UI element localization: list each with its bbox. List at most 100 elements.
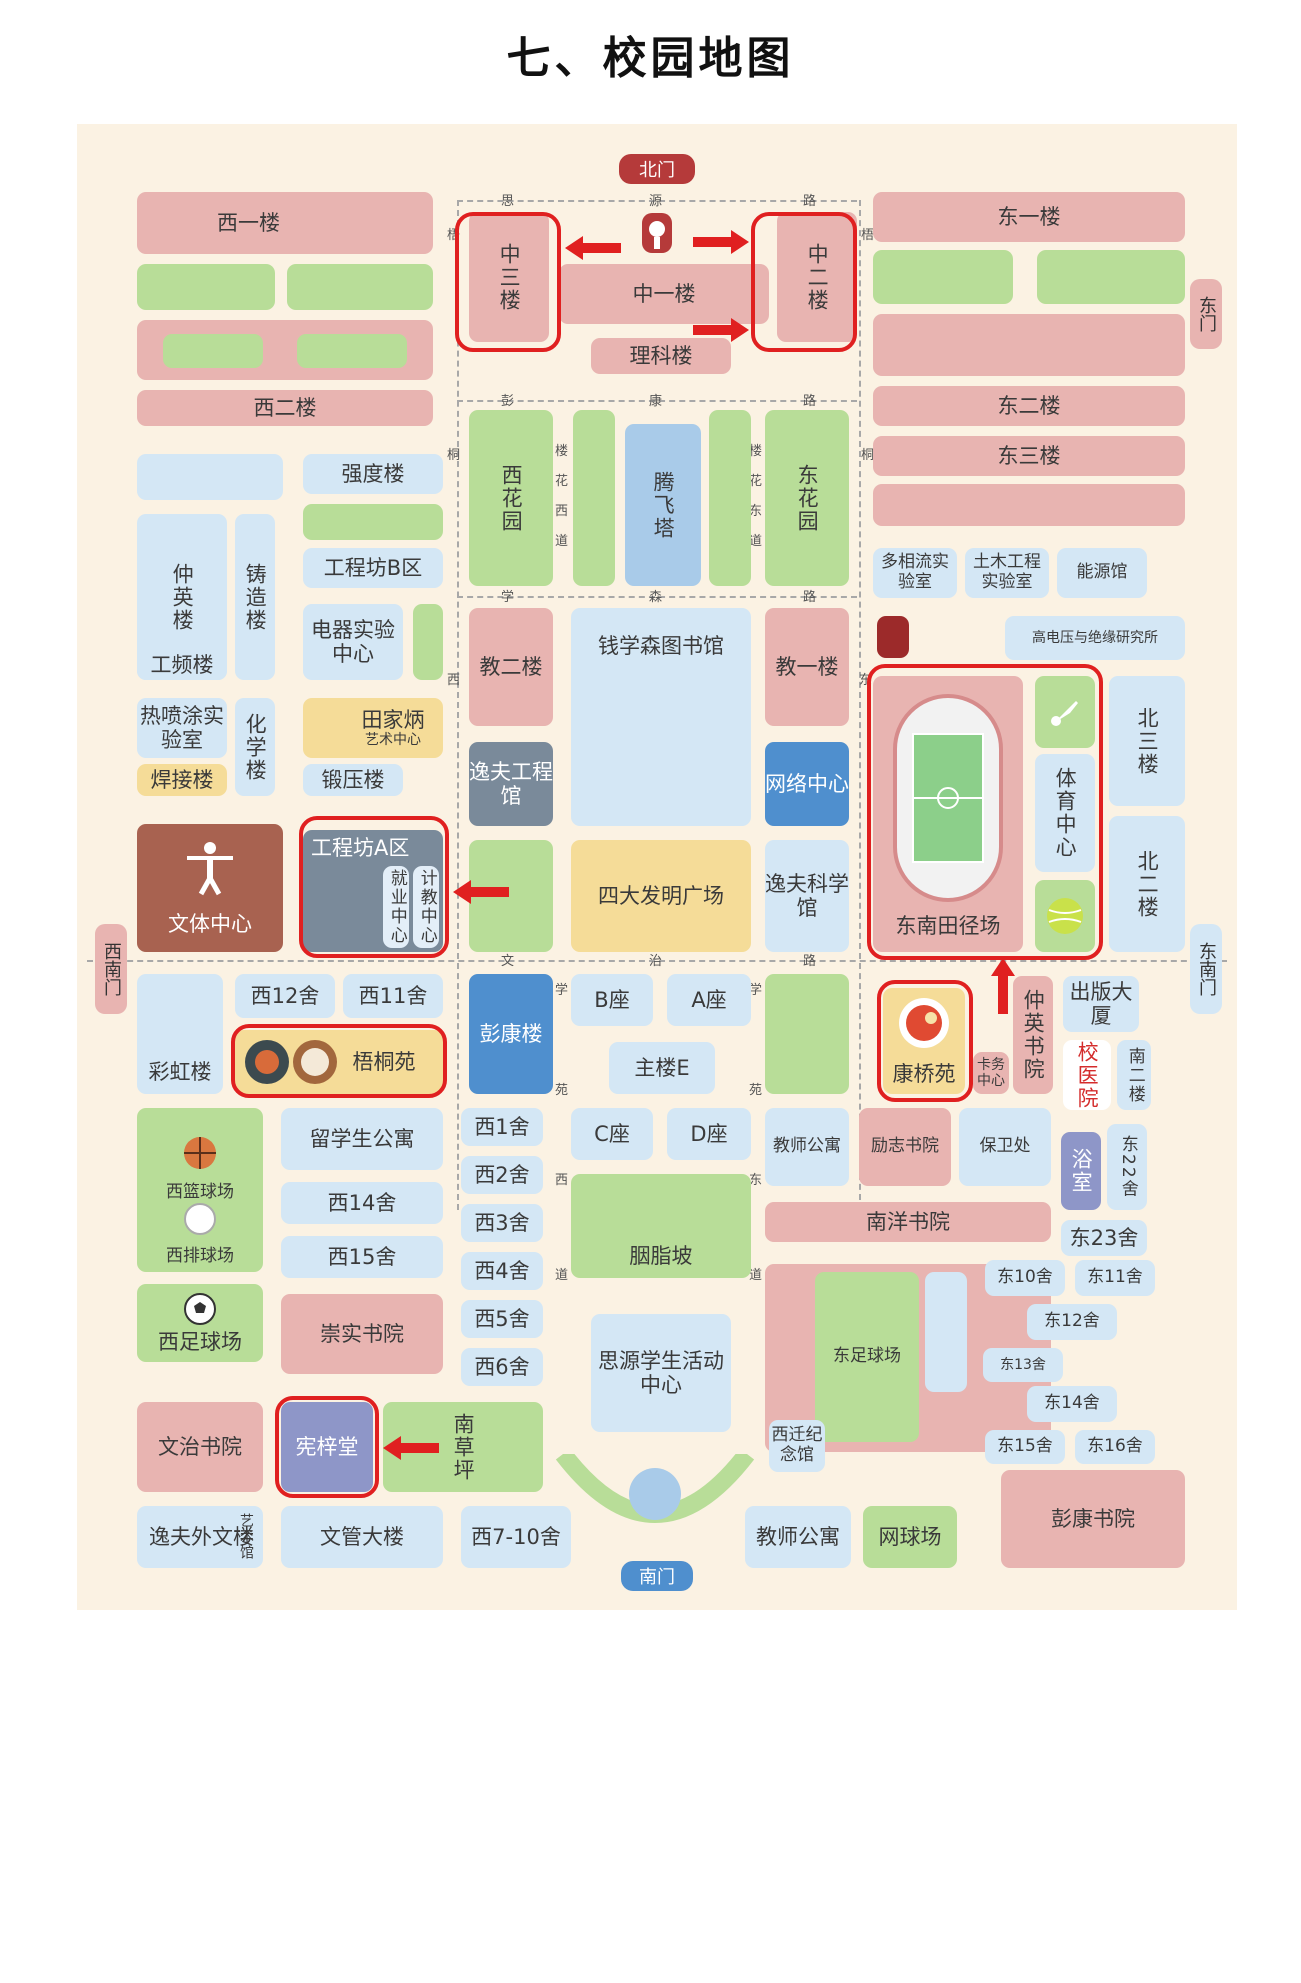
sida-square[interactable]: 四大发明广场 <box>571 840 751 952</box>
building-tumu[interactable]: 土木工程实验室 <box>965 548 1049 598</box>
building-xi1[interactable]: 西1舍 <box>461 1108 543 1146</box>
building-xi14[interactable]: 西14舍 <box>281 1182 443 1224</box>
library[interactable]: 钱学森图书馆 <box>571 608 751 826</box>
building-like[interactable]: 理科楼 <box>591 338 731 374</box>
building-xi-yi[interactable]: 西一楼 <box>137 192 433 254</box>
building-chongshi[interactable]: 崇实书院 <box>281 1294 443 1374</box>
building-xi2[interactable]: 西2舍 <box>461 1156 543 1194</box>
building-xi5[interactable]: 西5舍 <box>461 1300 543 1338</box>
building-yifu-gc[interactable]: 逸夫工程馆 <box>469 742 553 826</box>
building-a-zuo[interactable]: A座 <box>667 974 751 1026</box>
building-chuban[interactable]: 出版大厦 <box>1063 976 1139 1032</box>
xilan-court[interactable]: 西篮球场 <box>166 1182 234 1203</box>
building-bei-er[interactable]: 北二楼 <box>1109 816 1185 952</box>
building-dong-san[interactable]: 东三楼 <box>873 436 1185 476</box>
building-xiqian[interactable]: 西迁纪念馆 <box>769 1420 825 1472</box>
southeast-gate[interactable]: 东南门 <box>1190 924 1222 1014</box>
building-jiaoshi-2[interactable]: 教师公寓 <box>745 1506 851 1568</box>
building-wenguan[interactable]: 文管大楼 <box>281 1506 443 1568</box>
building-dong16[interactable]: 东16舍 <box>1075 1430 1155 1464</box>
building-xi-er[interactable]: 西二楼 <box>137 390 433 426</box>
dong-huayuan[interactable]: 东花园 <box>765 410 849 586</box>
xianzi-tang[interactable]: 宪梓堂 <box>281 1402 373 1492</box>
building-jiao-er[interactable]: 教二楼 <box>469 608 553 726</box>
building-yushi[interactable]: 浴室 <box>1061 1132 1101 1210</box>
building-pengkang[interactable]: 彭康楼 <box>469 974 553 1094</box>
building-yifu-wai[interactable]: 逸夫外文楼 <box>137 1506 263 1568</box>
south-gate[interactable]: 南门 <box>621 1561 693 1591</box>
building-d-zuo[interactable]: D座 <box>667 1108 751 1160</box>
building-b-zuo[interactable]: B座 <box>571 974 653 1026</box>
building-zhong-san[interactable]: 中三楼 <box>469 212 549 342</box>
building-yifu-kx[interactable]: 逸夫科学馆 <box>765 840 849 952</box>
building-gaodianya[interactable]: 高电压与绝缘研究所 <box>1005 616 1185 660</box>
building-gongpin[interactable]: 工频楼 <box>137 650 227 680</box>
building-xi3[interactable]: 西3舍 <box>461 1204 543 1242</box>
building-baowei[interactable]: 保卫处 <box>959 1108 1051 1186</box>
building-dong13[interactable]: 东13舍 <box>983 1348 1063 1382</box>
north-gate[interactable]: 北门 <box>619 154 695 184</box>
dongzu-field[interactable]: 东足球场 <box>815 1272 919 1442</box>
building-jiao-yi[interactable]: 教一楼 <box>765 608 849 726</box>
building-zhongying-sy[interactable]: 仲英书院 <box>1013 976 1053 1094</box>
building-dianqi[interactable]: 电器实验中心 <box>303 604 403 680</box>
building-yishu[interactable]: 艺术馆 <box>231 1508 261 1566</box>
building-dong-yi[interactable]: 东一楼 <box>873 192 1185 242</box>
building-wangluo[interactable]: 网络中心 <box>765 742 849 826</box>
building-dong-er[interactable]: 东二楼 <box>873 386 1185 426</box>
building-xi7-10[interactable]: 西7-10舍 <box>461 1506 571 1568</box>
southwest-gate[interactable]: 西南门 <box>95 924 127 1014</box>
road-line <box>87 960 1227 962</box>
building-duoxiangliu[interactable]: 多相流实验室 <box>873 548 957 598</box>
building-tianjiabing[interactable]: 田家炳艺术中心 <box>303 698 443 758</box>
building-nengyuan[interactable]: 能源馆 <box>1057 548 1147 598</box>
xipai-court[interactable]: 西排球场 <box>166 1246 234 1267</box>
building-dong14[interactable]: 东14舍 <box>1027 1386 1117 1422</box>
building-caihong[interactable]: 彩虹楼 <box>137 974 223 1094</box>
siyuan-center[interactable]: 思源学生活动中心 <box>591 1314 731 1432</box>
building-pengkang-sy[interactable]: 彭康书院 <box>1001 1470 1185 1568</box>
east-gate[interactable]: 东门 <box>1190 279 1222 349</box>
building-xi11[interactable]: 西11舍 <box>343 974 443 1018</box>
building-xiaoyiyuan[interactable]: 校医院 <box>1063 1040 1111 1110</box>
building-zhulou-e[interactable]: 主楼E <box>609 1042 715 1094</box>
building-penjiao[interactable]: 热喷涂实验室 <box>137 698 227 758</box>
building-dong10[interactable]: 东10舍 <box>985 1260 1065 1296</box>
tiyu-center[interactable]: 体育中心 <box>1035 754 1095 872</box>
building-dong22[interactable]: 东22舍 <box>1107 1124 1147 1210</box>
building-xi4[interactable]: 西4舍 <box>461 1252 543 1290</box>
building-gongchengfang-b[interactable]: 工程坊B区 <box>303 548 443 588</box>
road-label: 森 <box>649 590 663 605</box>
building-huaxue[interactable]: 化学楼 <box>235 698 275 796</box>
building-nan-er[interactable]: 南二楼 <box>1117 1040 1151 1110</box>
label: 北二楼 <box>1135 849 1160 919</box>
building-duanya[interactable]: 锻压楼 <box>303 764 403 796</box>
building-hanjie[interactable]: 焊接楼 <box>137 764 227 796</box>
building-zhong-er[interactable]: 中二楼 <box>777 212 857 342</box>
building-dong15[interactable]: 东15舍 <box>985 1430 1065 1464</box>
building-xi15[interactable]: 西15舍 <box>281 1236 443 1278</box>
building-dong12[interactable]: 东12舍 <box>1027 1304 1117 1340</box>
label: 东花园 <box>795 463 820 533</box>
building-zhong-yi[interactable]: 中一楼 <box>559 264 769 324</box>
building-jisuan[interactable]: 计教中心 <box>413 866 439 948</box>
building-jiaoshi-1[interactable]: 教师公寓 <box>765 1108 849 1186</box>
building-liuxue[interactable]: 留学生公寓 <box>281 1108 443 1170</box>
wangqiu-court[interactable]: 网球场 <box>863 1506 957 1568</box>
building-qiangdu[interactable]: 强度楼 <box>303 454 443 494</box>
building-zhuzao[interactable]: 铸造楼 <box>235 514 275 680</box>
building-dong23[interactable]: 东23舍 <box>1061 1220 1147 1256</box>
building-wenzhi[interactable]: 文治书院 <box>137 1402 263 1492</box>
building-nanyang[interactable]: 南洋书院 <box>765 1202 1051 1242</box>
yanzhi-po[interactable]: 胭脂坡 <box>571 1174 751 1278</box>
building-c-zuo[interactable]: C座 <box>571 1108 653 1160</box>
building-dong11[interactable]: 东11舍 <box>1075 1260 1155 1296</box>
building-xi6[interactable]: 西6舍 <box>461 1348 543 1386</box>
tengfei-ta[interactable]: 腾飞塔 <box>625 424 701 586</box>
building-xi12[interactable]: 西12舍 <box>235 974 335 1018</box>
building-lizhi[interactable]: 励志书院 <box>859 1108 951 1186</box>
building-jiuye[interactable]: 就业中心 <box>383 866 409 948</box>
xi-huayuan[interactable]: 西花园 <box>469 410 553 586</box>
building-bei-san[interactable]: 北三楼 <box>1109 676 1185 806</box>
building-kawu[interactable]: 卡务中心 <box>973 1052 1009 1094</box>
